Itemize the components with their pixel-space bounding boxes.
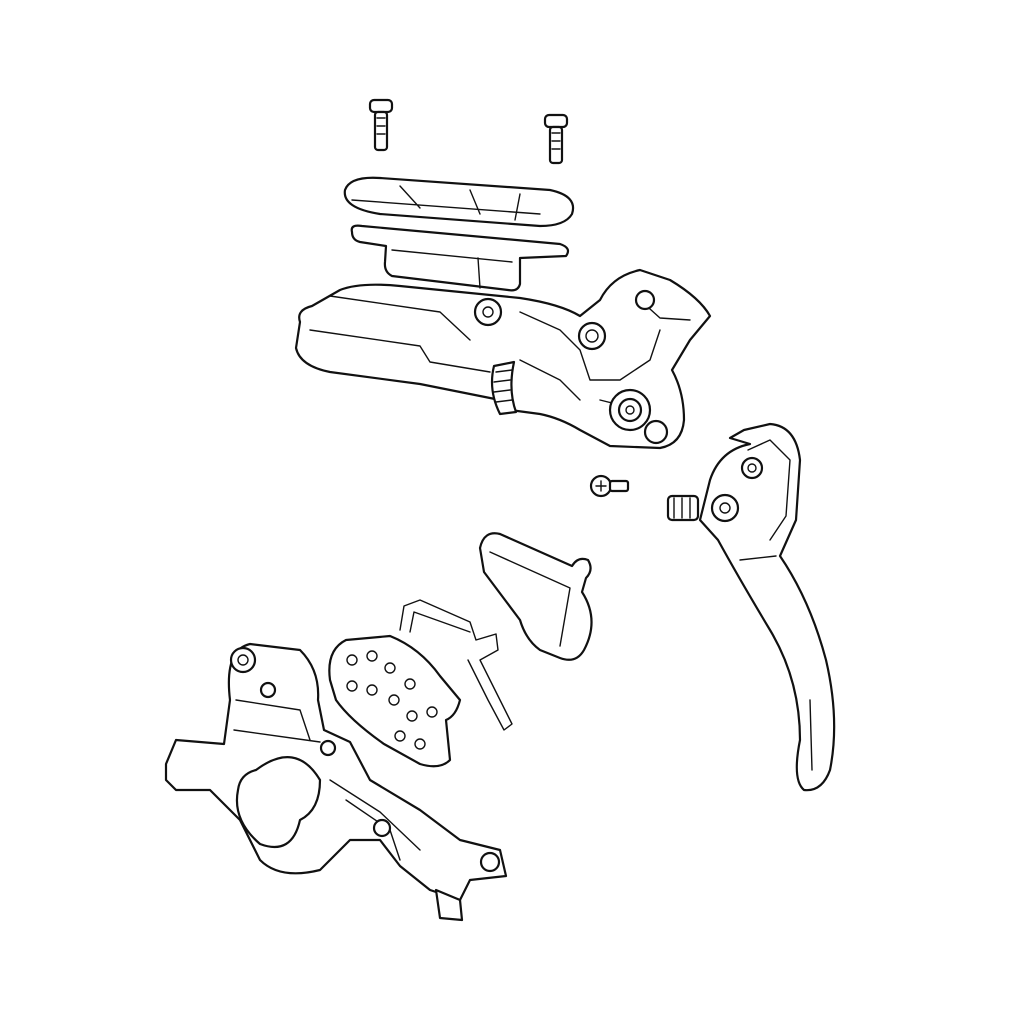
- lever-pivot-screw: [589, 474, 630, 498]
- reservoir-bolt-right: [543, 113, 569, 165]
- brake-lever-blade: [666, 422, 836, 792]
- reservoir-bolt-left: [368, 98, 394, 152]
- brake-pad-rear: [478, 532, 593, 661]
- brake-caliper: [164, 642, 508, 922]
- reservoir-diaphragm: [350, 224, 570, 292]
- pad-spring-clip: [399, 599, 513, 731]
- brake-pad-front: [328, 634, 462, 768]
- master-cylinder-body: [294, 268, 712, 450]
- reservoir-cover: [343, 176, 575, 228]
